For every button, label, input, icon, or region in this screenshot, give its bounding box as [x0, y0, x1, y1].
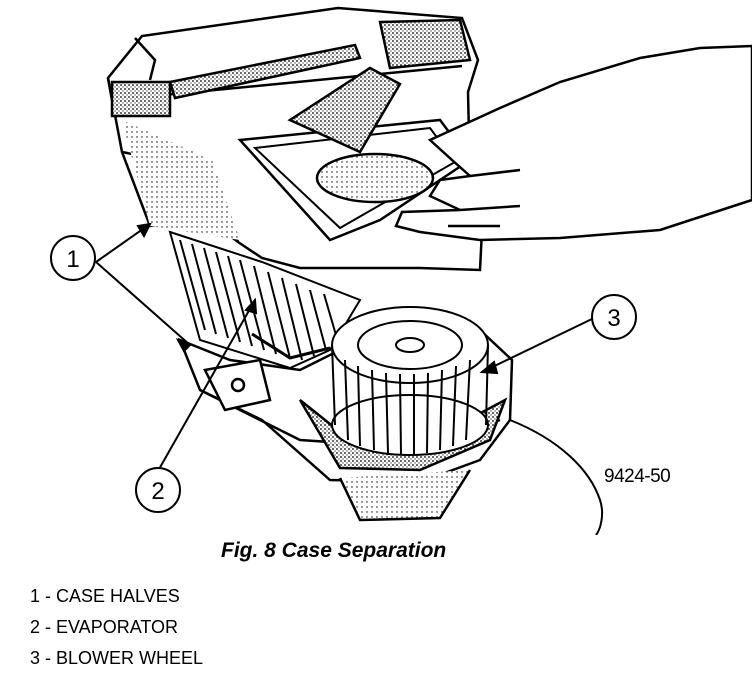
figure-id: 9424-50	[604, 466, 671, 487]
legend-item: 3 - BLOWER WHEEL	[30, 648, 204, 668]
hand	[394, 44, 752, 242]
blower-wire	[509, 419, 604, 535]
svg-text:2: 2	[151, 478, 164, 505]
legend-item: 1 - CASE HALVES	[30, 586, 180, 606]
figure-caption: Fig. 8 Case Separation	[221, 539, 447, 562]
callout-3: 3	[591, 294, 637, 340]
blower-wheel	[331, 306, 489, 456]
svg-text:3: 3	[607, 305, 620, 332]
case-separation-illustration: 1 2 3	[50, 6, 752, 535]
callout-2: 2	[135, 467, 181, 513]
callout-leaders	[95, 222, 595, 479]
evaporator-core	[168, 230, 362, 370]
legend-item: 2 - EVAPORATOR	[30, 617, 179, 637]
svg-text:1: 1	[66, 246, 79, 273]
upper-case-half	[106, 6, 484, 272]
parts-legend: 1 - CASE HALVES 2 - EVAPORATOR 3 - BLOWE…	[30, 585, 203, 678]
callout-1: 1	[50, 235, 96, 281]
